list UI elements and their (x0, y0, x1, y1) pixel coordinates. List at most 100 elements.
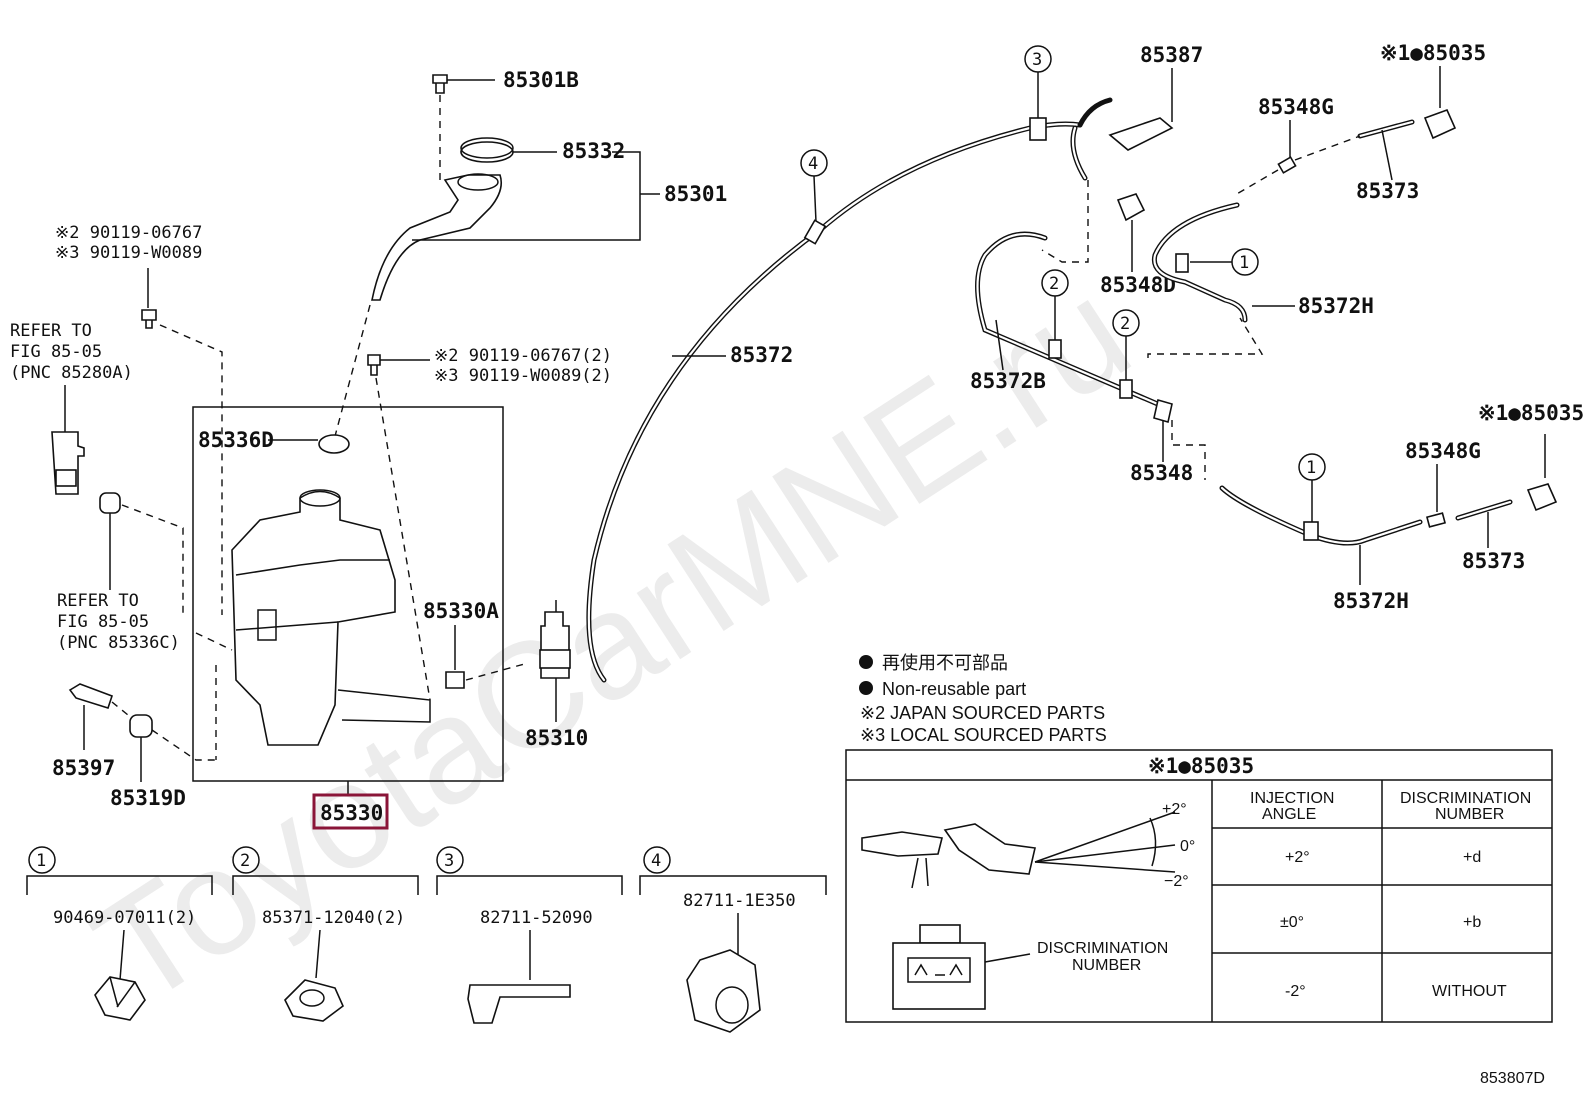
label-bolt-a-local: ※3 90119-W0089 (55, 243, 202, 263)
label-85348: 85348 (1130, 461, 1193, 485)
clip-2-icon (284, 979, 344, 1022)
washer-motor-85310-icon (539, 600, 571, 679)
inset-connector-icon (892, 924, 986, 1010)
grommet-85336c-icon (99, 492, 121, 514)
row1-angle: +2° (1285, 849, 1310, 866)
refer1-line2: FIG 85-05 (10, 342, 102, 362)
th-angle-2: ANGLE (1262, 806, 1316, 823)
label-85301: 85301 (664, 182, 727, 206)
label-85301b: 85301B (503, 68, 579, 92)
label-85332: 85332 (562, 139, 625, 163)
inset-nozzle-icon (861, 823, 1036, 889)
pump-85280a-icon (51, 431, 85, 495)
inset-disc-label-1: DISCRIMINATION (1037, 940, 1168, 957)
legend-local-sourced: ※3 LOCAL SOURCED PARTS (860, 725, 1107, 745)
clip-strip: 1 90469-07011(2) 2 85371-12040(2) 3 8271… (26, 846, 827, 1033)
row2-number: +b (1463, 914, 1481, 931)
row3-angle: -2° (1285, 983, 1306, 1000)
clip-4-part: 82711-1E350 (683, 891, 796, 911)
inset-frame (845, 749, 1553, 1023)
sensor-85397-icon (68, 683, 114, 709)
label-bolt-b-local: ※3 90119-W0089(2) (434, 366, 612, 386)
label-85348g-b: 85348G (1405, 439, 1481, 463)
legend-bullet-jp (859, 655, 873, 669)
check-valve-85348g-a-icon (1277, 156, 1297, 174)
label-bolt-b-japan: ※2 90119-06767(2) (434, 346, 612, 366)
label-85397: 85397 (52, 756, 115, 780)
nozzle-85387-icon (1108, 117, 1174, 151)
inset-angle-minus: −2° (1164, 873, 1189, 890)
joint-85348d-icon (1116, 193, 1146, 222)
highlight-85330 (312, 793, 389, 830)
clip-4-num: 4 (651, 851, 661, 871)
label-85348g-a: 85348G (1258, 95, 1334, 119)
callout-1-hose-b-num: 1 (1306, 458, 1316, 478)
legend-jp: 再使用不可部品 (882, 653, 1008, 673)
nozzle-85035-b-icon (1526, 483, 1558, 512)
label-85310: 85310 (525, 726, 588, 750)
washer-tank-icon (231, 489, 431, 746)
label-85372h-b: 85372H (1333, 589, 1409, 613)
th-disc-2: NUMBER (1435, 806, 1504, 823)
clip-2-num: 2 (240, 851, 250, 871)
label-85319d: 85319D (110, 786, 186, 810)
legend-nonreusable: Non-reusable part (882, 679, 1026, 699)
refer2-line2: FIG 85-05 (57, 612, 149, 632)
clip-1-part: 90469-07011(2) (53, 908, 196, 928)
callout-2-hose-a-num: 2 (1049, 274, 1059, 294)
seal-85332-icon (460, 137, 557, 163)
label-85373-a: 85373 (1356, 179, 1419, 203)
grommet-85330a-icon (445, 671, 465, 689)
label-85336d: 85336D (198, 428, 274, 452)
inset-title: ※1●85035 (1148, 754, 1254, 778)
label-85035-a: ※1●85035 (1380, 41, 1486, 65)
refer1-line3: (PNC 85280A) (10, 363, 133, 383)
nozzle-inset: ※1●85035 INJECTION ANGLE DISCRIMINATION … (845, 749, 1553, 1023)
diagram-code: 853807D (1480, 1070, 1545, 1087)
filler-neck-85301-icon (371, 173, 503, 301)
clip-1-icon (94, 976, 146, 1021)
label-85373-b: 85373 (1462, 549, 1525, 573)
bolt-a-icon (141, 309, 157, 329)
inset-disc-label-2: NUMBER (1072, 957, 1141, 974)
joint-85348-icon (1153, 398, 1173, 424)
grommet-85319d-icon (129, 714, 153, 738)
row2-angle: ±0° (1280, 914, 1304, 931)
callout-2-hose-b-num: 2 (1120, 314, 1130, 334)
row3-number: WITHOUT (1432, 983, 1507, 1000)
refer1-line1: REFER TO (10, 321, 92, 341)
clip-3-icon (467, 984, 571, 1024)
label-85330a: 85330A (423, 599, 499, 623)
label-85372b: 85372B (970, 369, 1046, 393)
th-disc-1: DISCRIMINATION (1400, 790, 1531, 807)
clip-4-icon (686, 949, 761, 1033)
legend-japan-sourced: ※2 JAPAN SOURCED PARTS (860, 703, 1105, 723)
row1-number: +d (1463, 849, 1481, 866)
clip-1-num: 1 (36, 851, 46, 871)
th-angle-1: INJECTION (1250, 790, 1334, 807)
cap-85336d-icon (318, 434, 350, 454)
clip-3-part: 82711-52090 (480, 908, 593, 928)
clip-3-num: 3 (444, 851, 454, 871)
callout-1-hose-a-num: 1 (1239, 253, 1249, 273)
check-valve-85348g-b-icon (1425, 512, 1447, 528)
label-85372: 85372 (730, 343, 793, 367)
legend-bullet-en (859, 681, 873, 695)
bolt-b-icon (367, 354, 430, 376)
clip-2-part: 85371-12040(2) (262, 908, 405, 928)
refer2-line1: REFER TO (57, 591, 139, 611)
refer2-line3: (PNC 85336C) (57, 633, 180, 653)
inset-angle-plus: +2° (1162, 801, 1187, 818)
callout-4-hose-num: 4 (808, 154, 818, 174)
label-85387: 85387 (1140, 43, 1203, 67)
inset-angle-zero: 0° (1180, 838, 1195, 855)
bolt-85301b-icon (432, 74, 495, 94)
label-85372h-a: 85372H (1298, 294, 1374, 318)
label-85035-b: ※1●85035 (1478, 401, 1584, 425)
label-85330: 85330 (320, 801, 383, 825)
callout-3-hose-num: 3 (1032, 50, 1042, 70)
label-bolt-a-japan: ※2 90119-06767 (55, 223, 202, 243)
nozzle-85035-a-icon (1423, 108, 1457, 140)
